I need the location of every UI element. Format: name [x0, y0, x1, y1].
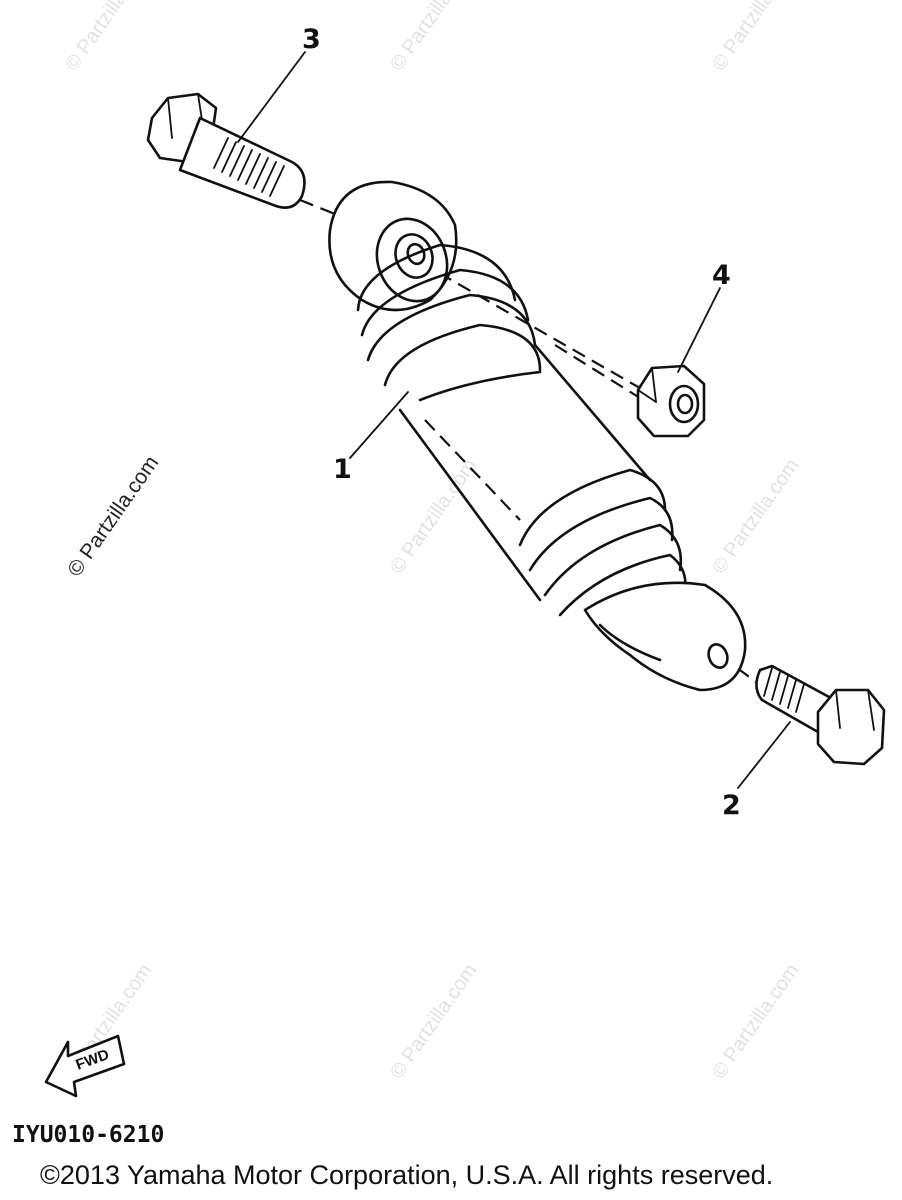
- watermark-layer: © Partzilla.com © Partzilla.com © Partzi…: [61, 0, 803, 1083]
- watermark: © Partzilla.com: [386, 0, 481, 75]
- watermark: © Partzilla.com: [708, 455, 803, 578]
- diagram-part-code: IYU010-6210: [12, 1122, 164, 1148]
- copyright-notice: ©2013 Yamaha Motor Corporation, U.S.A. A…: [40, 1160, 774, 1190]
- watermark: © Partzilla.com: [708, 0, 803, 75]
- shock-absorber: [328, 180, 747, 692]
- leader-lines: [237, 51, 791, 789]
- callout-3: 3: [302, 24, 321, 55]
- watermark: © Partzilla.com: [386, 960, 481, 1083]
- fwd-arrow-icon: FWD: [44, 1034, 126, 1098]
- callout-2: 2: [722, 790, 741, 821]
- watermark: © Partzilla.com: [708, 960, 803, 1083]
- bolt-upper: [146, 92, 306, 209]
- watermark-dark: © Partzilla.com: [63, 452, 163, 581]
- watermark: © Partzilla.com: [386, 455, 481, 578]
- nut: [636, 364, 706, 438]
- watermark: © Partzilla.com: [61, 0, 156, 75]
- callout-4: 4: [712, 260, 731, 291]
- callout-1: 1: [333, 454, 352, 485]
- bolt-lower: [755, 664, 886, 766]
